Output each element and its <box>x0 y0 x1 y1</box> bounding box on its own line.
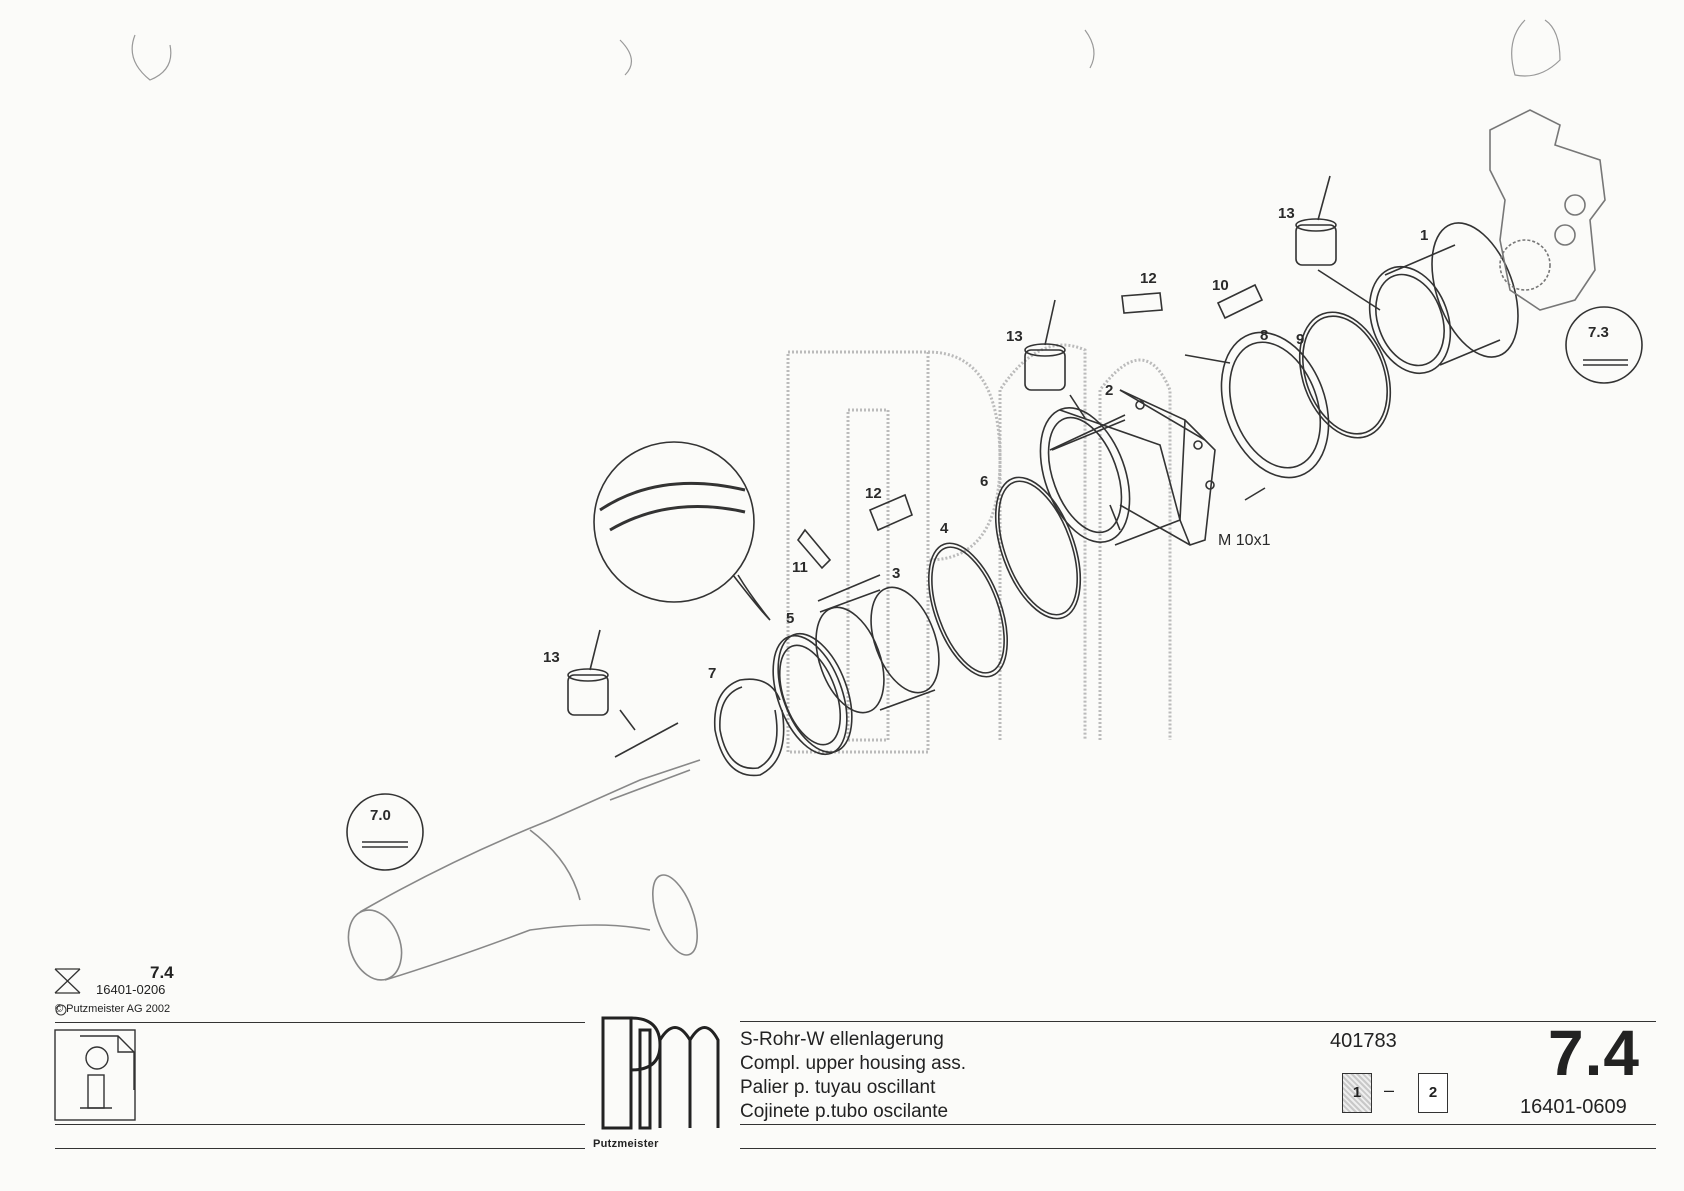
pm-watermark <box>786 343 1172 754</box>
page-total[interactable]: 2 <box>1418 1073 1448 1113</box>
document-number: 16401-0609 <box>1520 1096 1627 1118</box>
callout-11: 11 <box>792 559 808 576</box>
callout-13-center: 13 <box>1006 328 1023 345</box>
crossed-box-icon <box>54 968 81 994</box>
o-ring-4 <box>928 542 1008 678</box>
title-german: S-Rohr-W ellenlagerung <box>740 1029 944 1050</box>
callout-10: 10 <box>1212 277 1229 294</box>
callout-12-center: 12 <box>865 485 882 502</box>
page-separator: – <box>1384 1080 1395 1100</box>
copyright-notice: © Putzmeister AG 2002 <box>55 1003 171 1015</box>
callout-9: 9 <box>1296 331 1304 348</box>
callout-8: 8 <box>1260 327 1268 344</box>
swing-lever <box>1489 109 1606 311</box>
callout-13-top: 13 <box>1278 205 1295 222</box>
divider <box>740 1021 1656 1022</box>
divider <box>740 1148 1656 1149</box>
ref-tag-top-label[interactable]: 7.3 <box>1588 324 1609 341</box>
section-number: 7.4 <box>1548 1017 1640 1089</box>
callout-5: 5 <box>786 610 794 627</box>
grease-can-left <box>567 629 609 716</box>
part-number: 401783 <box>1330 1030 1397 1052</box>
thread-spec: M 10x1 <box>1218 532 1271 549</box>
s-tube <box>347 759 701 981</box>
ref-tag-left-label[interactable]: 7.0 <box>370 807 391 824</box>
divider <box>55 1148 585 1149</box>
grease-can-center <box>1024 299 1066 391</box>
callout-13-left: 13 <box>543 649 560 666</box>
ref-tag-top <box>1565 306 1643 384</box>
callout-7: 7 <box>708 665 716 682</box>
detail-bubble <box>593 441 755 603</box>
upper-housing <box>1039 389 1216 546</box>
corner-section-number: 7.4 <box>150 963 174 982</box>
copyright-icon <box>55 1004 67 1016</box>
ring-8 <box>1220 331 1330 479</box>
title-spanish: Cojinete p.tubo oscilante <box>740 1101 949 1122</box>
bearing-1 <box>1368 222 1519 375</box>
ref-tag-left <box>346 793 424 871</box>
divider <box>55 1022 585 1023</box>
info-icon <box>54 1029 136 1121</box>
title-english: Compl. upper housing ass. <box>740 1053 967 1074</box>
bushing-3 <box>815 586 940 714</box>
corner-code: 16401-0206 <box>96 982 166 997</box>
title-french: Palier p. tuyau oscillant <box>740 1077 936 1098</box>
divider <box>55 1124 585 1125</box>
callout-4: 4 <box>940 520 949 537</box>
grease-can-right <box>1295 175 1337 266</box>
brand-name: Putzmeister <box>593 1138 659 1150</box>
callout-12-top: 12 <box>1140 270 1157 287</box>
callout-1: 1 <box>1420 227 1428 244</box>
callout-2: 2 <box>1105 382 1113 399</box>
circlip-7 <box>713 678 785 777</box>
callout-3: 3 <box>892 565 900 582</box>
pm-logo <box>601 1016 720 1130</box>
divider <box>740 1124 1656 1125</box>
page-current[interactable]: 1 <box>1342 1073 1372 1113</box>
o-ring-6 <box>994 476 1082 620</box>
o-ring-9 <box>1298 311 1392 439</box>
callout-6: 6 <box>980 473 988 490</box>
